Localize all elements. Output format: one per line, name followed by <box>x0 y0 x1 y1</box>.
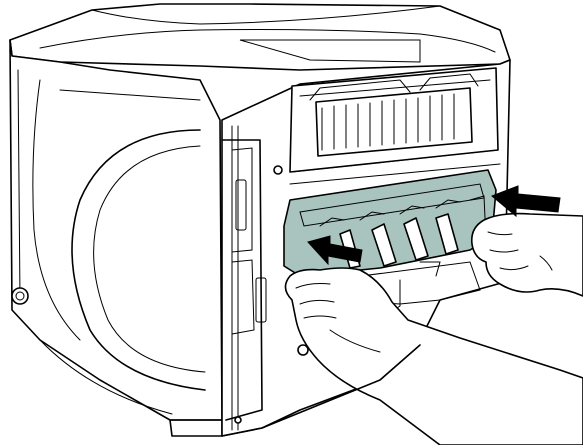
printer-body <box>9 3 511 437</box>
power-connector-icon <box>11 287 29 305</box>
right-push-arrow <box>491 185 561 218</box>
right-hand <box>470 212 583 297</box>
fuser-assembly <box>289 67 501 185</box>
left-hand <box>284 267 583 445</box>
interface-port-icon <box>235 179 247 231</box>
parallel-port-icon <box>255 277 267 323</box>
left-push-arrow <box>307 235 363 266</box>
push-arrows <box>307 185 561 266</box>
thumbscrew-icon <box>297 344 309 356</box>
fuser-ribs <box>321 93 455 151</box>
